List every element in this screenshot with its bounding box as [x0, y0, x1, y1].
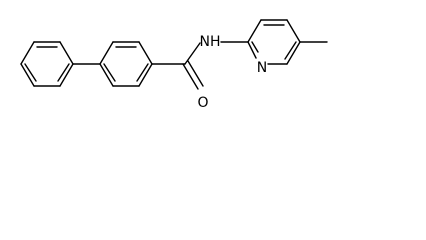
amide-oxygen-label: O [197, 95, 208, 111]
carbonyl-double-bond [182, 60, 204, 90]
amide-nitrogen-label: NH [200, 34, 221, 50]
chemical-structure-diagram: NH O N [20, 19, 328, 111]
pyridine-ring [247, 19, 301, 65]
amide-c-n-bond [184, 42, 201, 65]
phenylene-ring [99, 41, 153, 87]
pyridine-nitrogen-label: N [257, 60, 267, 76]
phenyl-ring [20, 41, 74, 87]
